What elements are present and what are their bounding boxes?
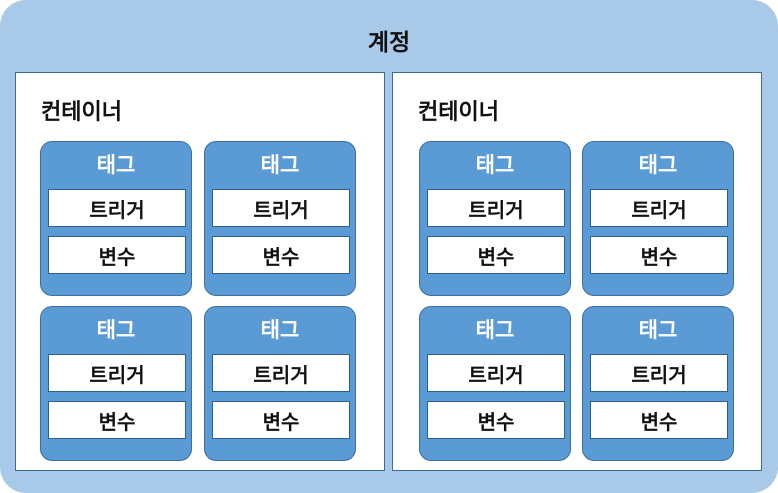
variable-cell: 변수 [48,401,186,439]
variable-cell: 변수 [427,401,565,439]
variable-cell: 변수 [212,236,350,274]
tag-box: 태그 트리거 변수 [40,141,192,296]
tag-title: 태그 [475,153,515,177]
tag-box: 태그 트리거 변수 [419,306,571,461]
container-title: 컨테이너 [41,100,122,125]
variable-cell: 변수 [212,401,350,439]
trigger-cell: 트리거 [48,354,186,392]
tag-title: 태그 [638,153,678,177]
trigger-cell: 트리거 [590,354,728,392]
variable-cell: 변수 [48,236,186,274]
tag-title: 태그 [260,153,300,177]
tag-box: 태그 트리거 변수 [204,141,356,296]
trigger-cell: 트리거 [427,354,565,392]
variable-cell: 변수 [590,236,728,274]
tag-box: 태그 트리거 변수 [582,141,734,296]
tag-box: 태그 트리거 변수 [204,306,356,461]
tag-box: 태그 트리거 변수 [40,306,192,461]
container-box-2: 컨테이너 태그 트리거 변수 태그 트리거 변수 태그 트리거 변수 태그 트리… [392,72,762,471]
variable-cell: 변수 [427,236,565,274]
tag-title: 태그 [260,318,300,342]
tag-title: 태그 [96,318,136,342]
variable-cell: 변수 [590,401,728,439]
trigger-cell: 트리거 [212,189,350,227]
trigger-cell: 트리거 [212,354,350,392]
tag-title: 태그 [475,318,515,342]
trigger-cell: 트리거 [590,189,728,227]
tag-box: 태그 트리거 변수 [582,306,734,461]
account-title: 계정 [367,30,411,56]
trigger-cell: 트리거 [48,189,186,227]
container-title: 컨테이너 [418,100,499,125]
tag-title: 태그 [638,318,678,342]
trigger-cell: 트리거 [427,189,565,227]
container-box-1: 컨테이너 태그 트리거 변수 태그 트리거 변수 태그 트리거 변수 태그 트리… [15,72,385,471]
tag-box: 태그 트리거 변수 [419,141,571,296]
tag-title: 태그 [96,153,136,177]
